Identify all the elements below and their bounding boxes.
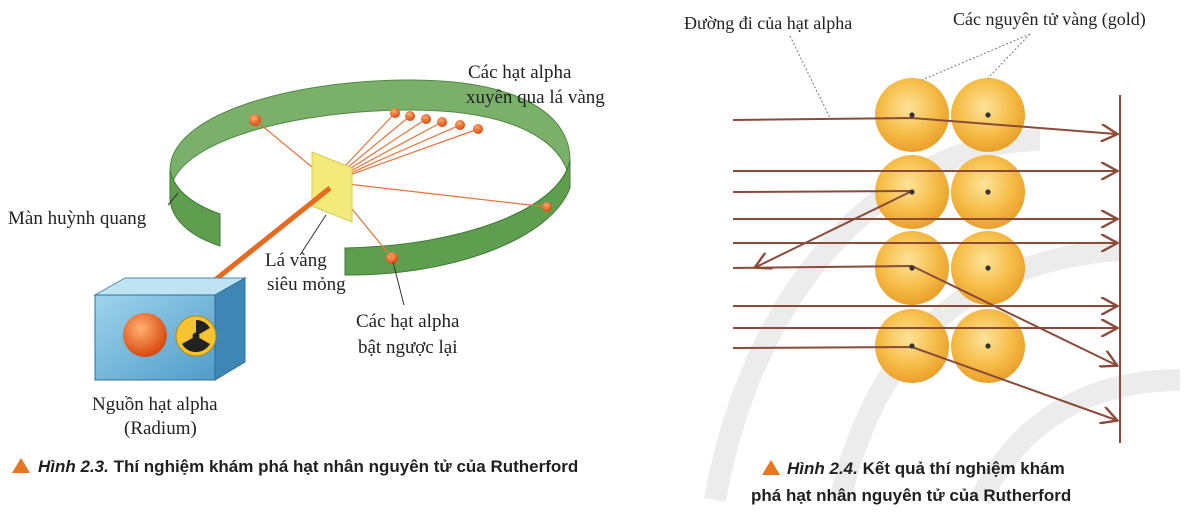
label-bounce-2: bật ngược lại xyxy=(358,337,457,358)
gold-foil xyxy=(311,151,353,223)
caption-triangle-icon xyxy=(762,460,780,475)
radium-source-box xyxy=(93,277,247,381)
gold-atoms xyxy=(875,78,1025,383)
label-screen: Màn huỳnh quang xyxy=(8,208,147,229)
label-through-1: Các hạt alpha xyxy=(468,62,572,83)
radiation-icon xyxy=(175,315,217,357)
caption-left: Hình 2.3. Thí nghiệm khám phá hạt nhân n… xyxy=(38,457,578,476)
label-foil-2: siêu mỏng xyxy=(267,274,346,295)
label-bounce-1: Các hạt alpha xyxy=(356,311,460,332)
label-path: Đường đi của hạt alpha xyxy=(684,13,852,33)
nuclei xyxy=(909,112,991,349)
caption-right-line1: Hình 2.4. Kết quả thí nghiệm khám xyxy=(787,459,1065,478)
left-figure: Màn huỳnh quang Các hạt alpha xuyên qua … xyxy=(8,62,605,476)
radium-ball xyxy=(123,313,167,357)
label-through-2: xuyên qua lá vàng xyxy=(466,87,605,108)
caption-right-line2: phá hạt nhân nguyên tử của Rutherford xyxy=(751,486,1071,505)
caption-triangle-icon xyxy=(12,458,30,473)
label-source-2: (Radium) xyxy=(124,418,197,439)
screen-ring-front-right xyxy=(344,159,571,276)
alpha-beam xyxy=(198,186,332,294)
label-atoms: Các nguyên tử vàng (gold) xyxy=(953,9,1146,30)
label-foil-1: Lá vàng xyxy=(265,250,327,271)
right-figure: Đường đi của hạt alpha Các nguyên tử vàn… xyxy=(684,9,1181,505)
screen-ring-front-left xyxy=(169,169,221,247)
label-source-1: Nguồn hạt alpha xyxy=(92,394,218,415)
